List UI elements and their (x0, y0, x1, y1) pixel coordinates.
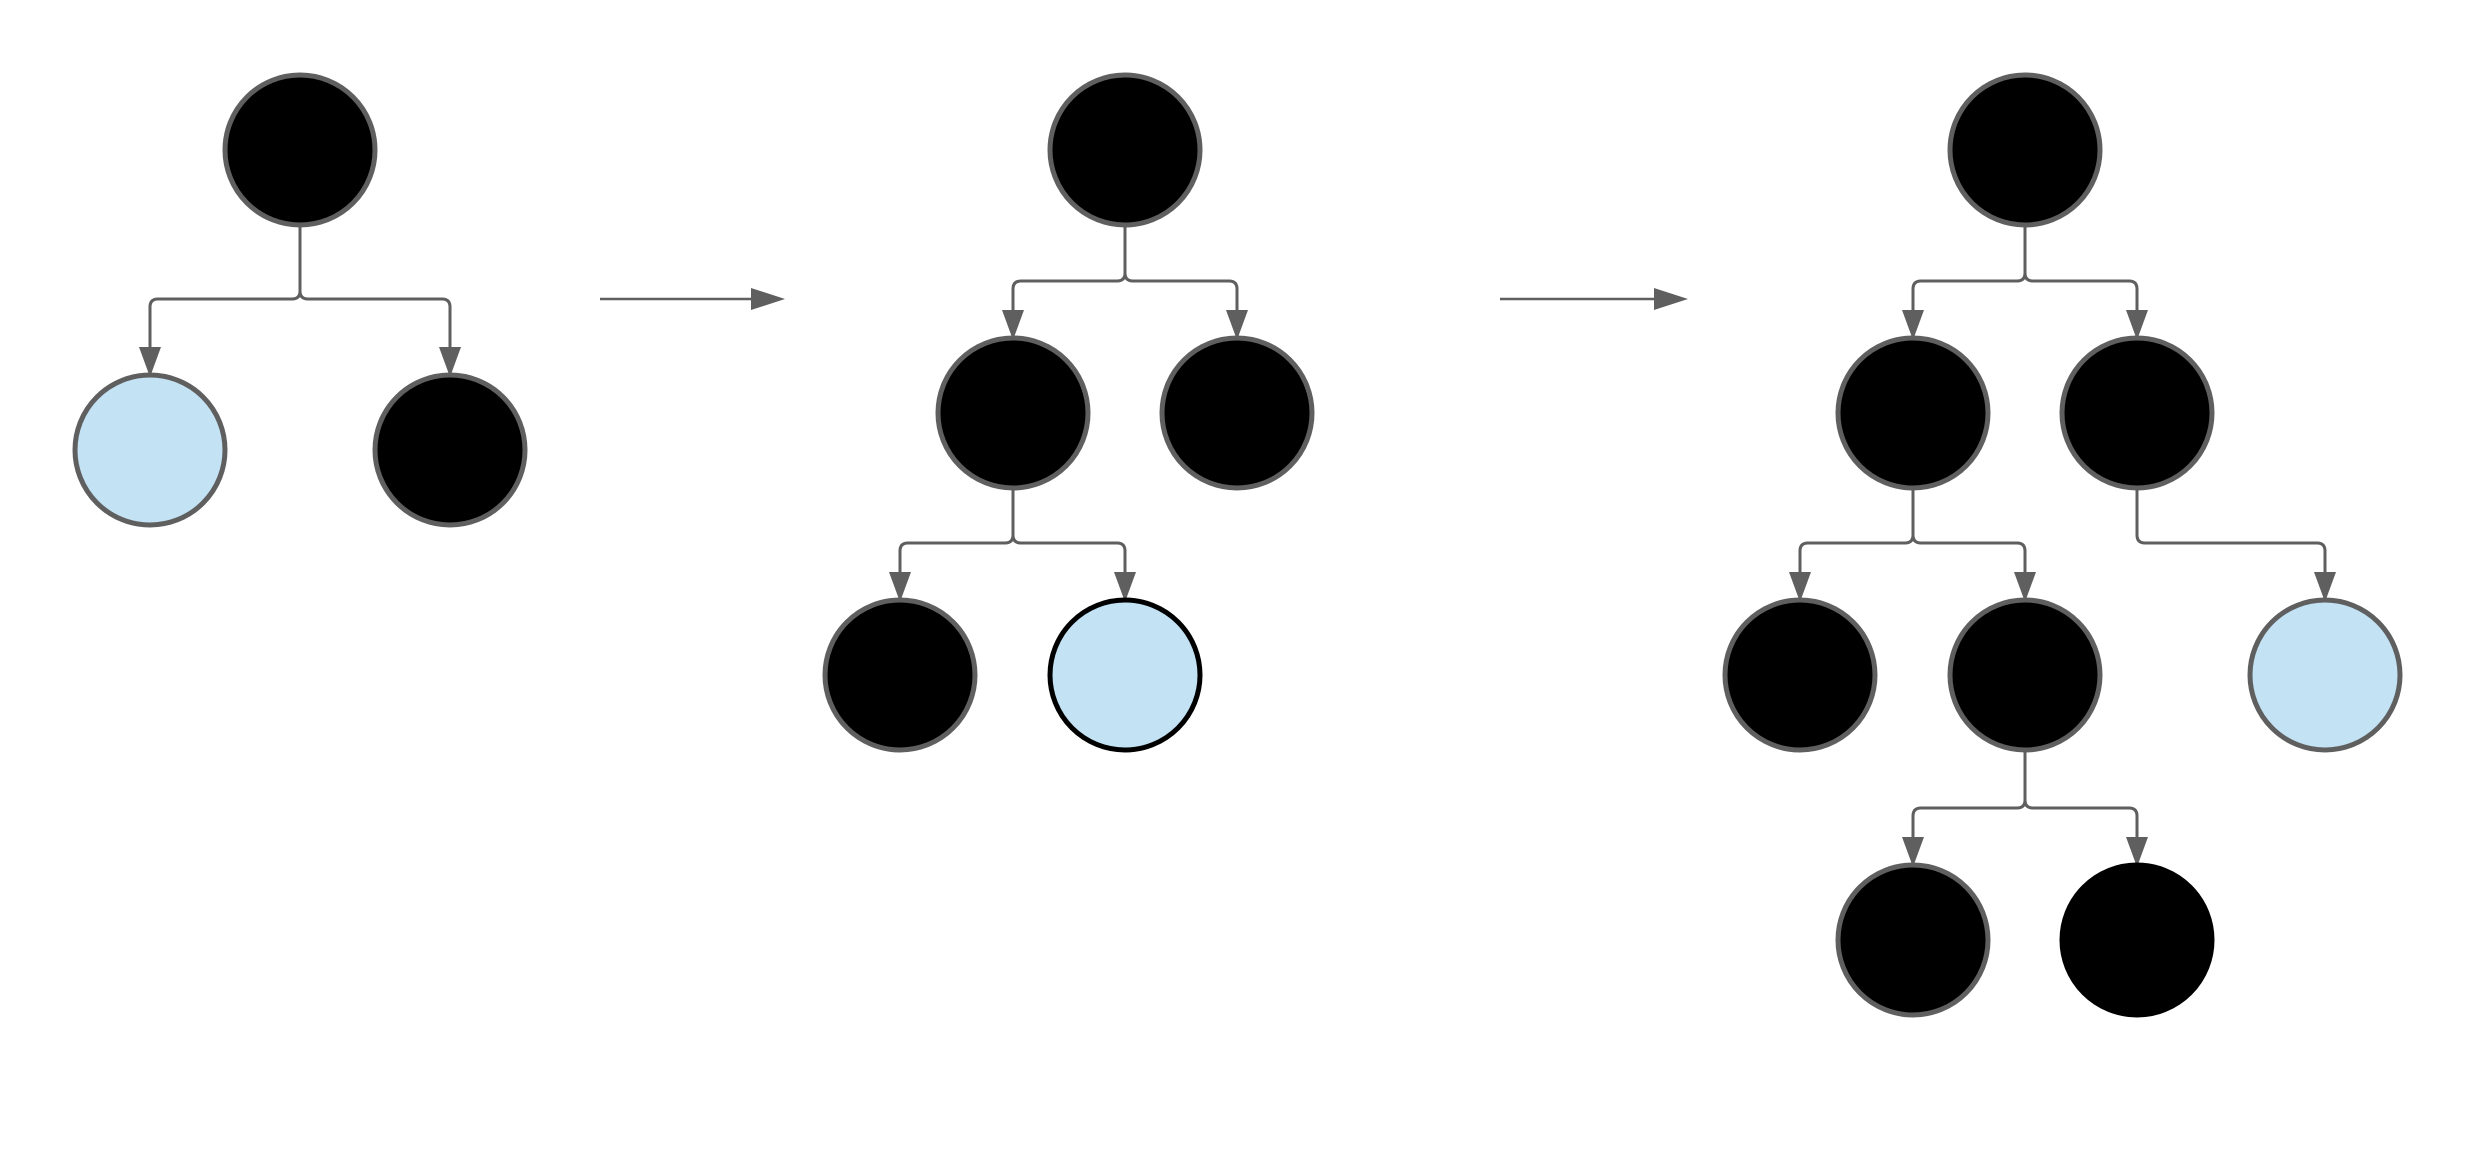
tree-node-step-2-left-right (1047, 597, 1203, 753)
arrow-head-icon (439, 347, 461, 377)
tree-node-step-3-left-right (1947, 597, 2103, 753)
arrow-head-icon (2314, 572, 2336, 602)
tree-edge-step-3-left-right-to-left-right-left (1902, 748, 2027, 867)
arrow-head-icon (1226, 310, 1248, 340)
arrow-head-icon (2126, 310, 2148, 340)
arrow-head-icon (2126, 837, 2148, 867)
tree-node-step-1-left (72, 372, 228, 528)
tree-edge-step-2-root-to-right (1123, 223, 1248, 340)
tree-node-step-3-left-right-left (1835, 862, 1991, 1018)
tree-edge-step-2-left-to-left-right (1011, 486, 1136, 602)
tree-node-step-3-left-left (1722, 597, 1878, 753)
arrow-head-icon (1789, 572, 1811, 602)
tree-edge-step-3-right-to-right-right (2135, 486, 2336, 602)
tree-edge-step-2-root-to-left (1002, 223, 1127, 340)
tree-node-step-1-root (222, 72, 378, 228)
tree-node-step-3-right-right (2247, 597, 2403, 753)
tree-node-step-3-root (1947, 72, 2103, 228)
transition-arrow-step-2-to-step-3 (1500, 288, 1688, 310)
tree-edge-step-2-left-to-left-left (889, 486, 1015, 602)
arrow-head-icon (889, 572, 911, 602)
arrow-head-icon (139, 347, 161, 377)
tree-edge-step-3-left-to-left-right (1911, 486, 2036, 602)
tree-edge-step-3-root-to-right (2023, 223, 2148, 340)
tree-node-step-2-right (1159, 335, 1315, 491)
tree-node-step-1-right (372, 372, 528, 528)
tree-node-step-3-right (2059, 335, 2215, 491)
arrow-head-icon (1114, 572, 1136, 602)
tree-node-step-2-root (1047, 72, 1203, 228)
arrow-right-icon (1654, 288, 1688, 310)
arrow-head-icon (1902, 837, 1924, 867)
tree-edge-step-3-left-right-to-left-right-right (2023, 748, 2148, 867)
arrow-head-icon (2014, 572, 2036, 602)
arrow-right-icon (751, 288, 785, 310)
tree-edge-step-3-left-to-left-left (1789, 486, 1915, 602)
tree-node-step-3-left (1835, 335, 1991, 491)
tree-edge-step-3-root-to-left (1902, 223, 2027, 340)
tree-edge-step-1-root-to-right (298, 223, 461, 377)
arrow-head-icon (1902, 310, 1924, 340)
tree-node-step-2-left (935, 335, 1091, 491)
transition-arrow-step-1-to-step-2 (600, 288, 785, 310)
arrow-head-icon (1002, 310, 1024, 340)
tree-node-step-3-left-right-right (2059, 862, 2215, 1018)
tree-edge-step-1-root-to-left (139, 223, 302, 377)
tree-node-step-2-left-left (822, 597, 978, 753)
